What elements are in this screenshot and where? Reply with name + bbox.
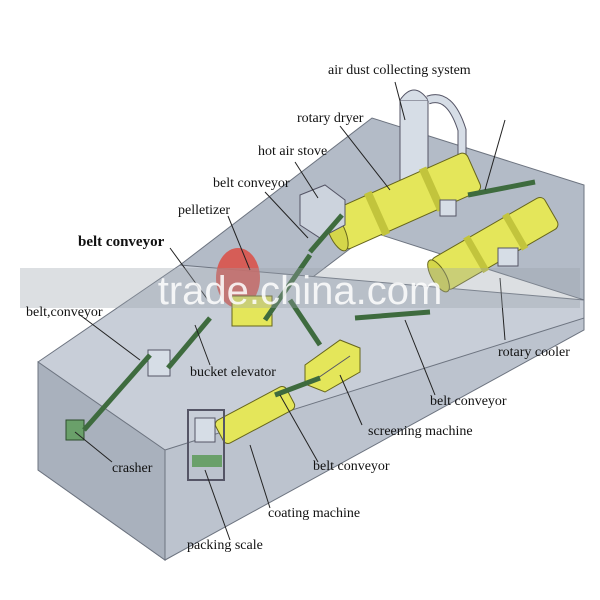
label-rotary-dryer: rotary dryer [297,111,364,126]
labels: air dust collecting system rotary dryer … [26,63,570,553]
packing-scale [187,409,225,481]
label-belt-conveyor-top: belt conveyor [213,176,290,191]
label-screening-machine: screening machine [368,424,473,439]
label-hot-air-stove: hot air stove [258,144,327,159]
conveyor-pelletizer [262,253,313,322]
label-packing-scale: packing scale [187,538,263,553]
label-coating-machine: coating machine [268,506,360,521]
equipment [65,89,559,481]
conveyor-crasher [82,353,152,432]
building-shell [37,117,585,561]
label-belt-conveyor-bottom: belt conveyor [313,459,390,474]
label-crasher: crasher [112,461,153,476]
coating-machine [214,386,296,444]
side-wall [164,317,585,561]
leader-lines [74,81,506,541]
label-bucket-elevator: bucket elevator [190,365,276,380]
conveyor-to-dryer [308,213,344,254]
watermark-band [20,268,580,308]
label-belt-conveyor-far-left: belt,conveyor [26,305,103,320]
watermark: trade.china.com [158,269,443,313]
label-belt-conveyor-right: belt conveyor [430,394,507,409]
rotary-cooler [427,196,559,293]
conveyor-screen-out [274,375,321,398]
label-pelletizer: pelletizer [178,203,230,218]
conveyor-mid-left [166,316,212,370]
label-belt-conveyor-left: belt conveyor [78,234,165,250]
label-air-dust: air dust collecting system [328,63,471,78]
conveyor-right [354,309,431,321]
conveyors [82,179,536,432]
label-rotary-cooler: rotary cooler [498,345,570,360]
conveyor-to-screen [287,298,323,347]
conveyor-dryer-out [467,179,536,198]
